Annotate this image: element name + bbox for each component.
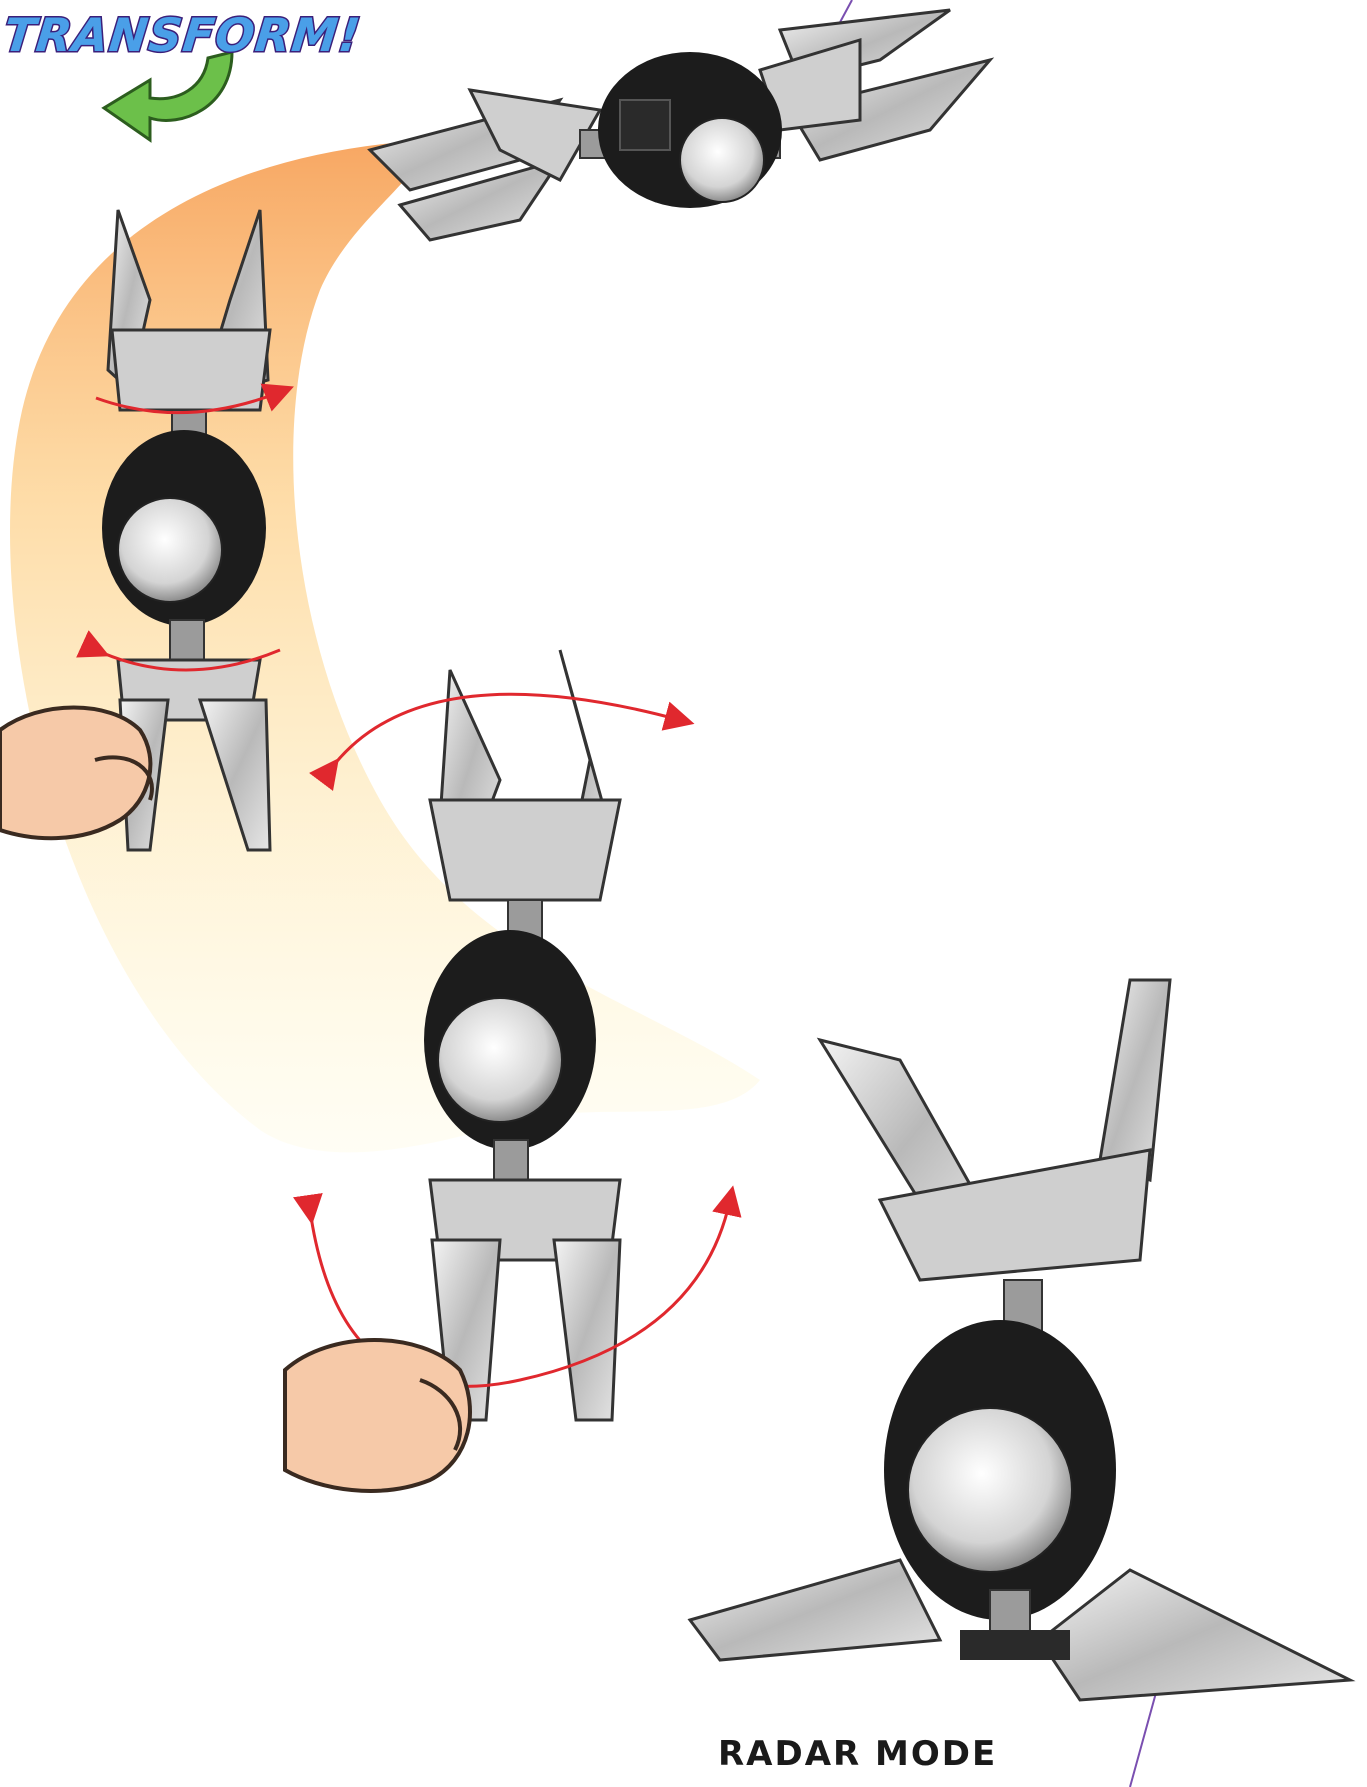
- robot-horizontal: [370, 10, 990, 240]
- pinching-hand-icon-2: [285, 1340, 470, 1491]
- page-title: TRANSFORM!: [1, 8, 363, 62]
- mode-label: RADAR MODE: [718, 1734, 997, 1774]
- robot-radar-mode: [690, 980, 1350, 1700]
- title-banner: TRANSFORM!: [0, 0, 270, 150]
